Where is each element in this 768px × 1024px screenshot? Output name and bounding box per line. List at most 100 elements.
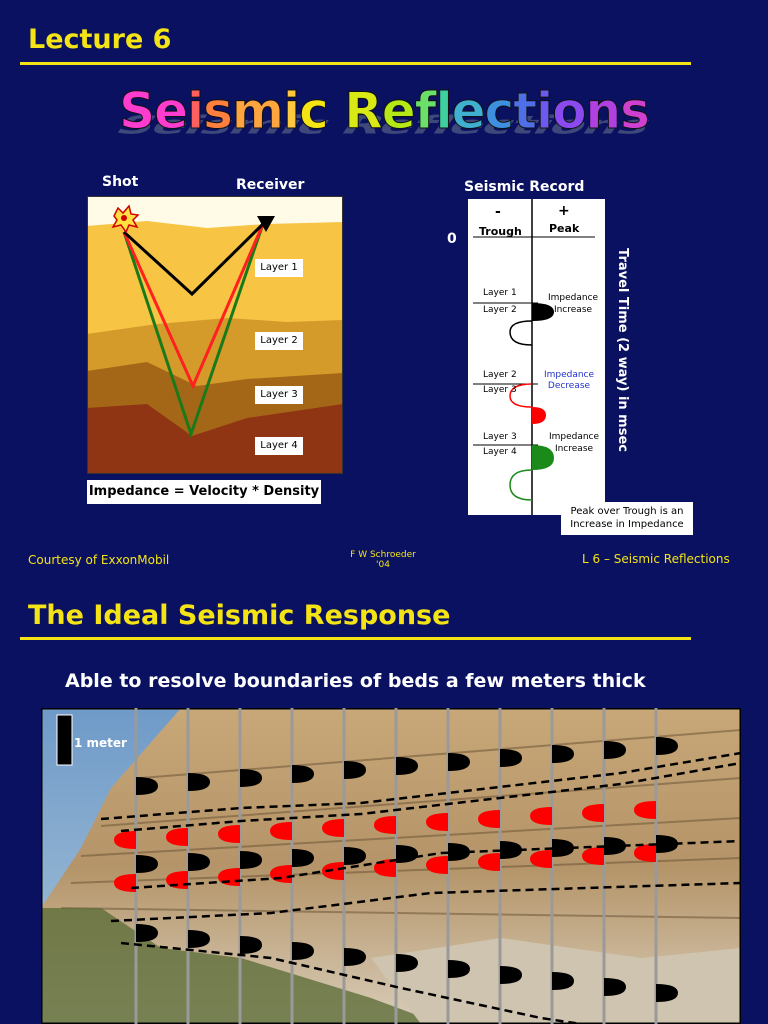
lecture-title: Lecture 6 bbox=[28, 24, 172, 55]
title-letter: l bbox=[435, 82, 453, 141]
title-letter: i bbox=[187, 82, 205, 141]
reflection-lobe bbox=[582, 804, 604, 822]
reflection-lobe bbox=[136, 924, 158, 942]
boundary-2-lower: Layer 3 bbox=[483, 385, 517, 395]
reflection-lobe bbox=[344, 948, 366, 966]
boundary-1-lower: Layer 2 bbox=[483, 305, 517, 315]
plus-sign: + bbox=[558, 203, 570, 219]
reflection-lobe bbox=[292, 942, 314, 960]
title-letter: m bbox=[231, 82, 284, 141]
boundary-2-note2: Decrease bbox=[547, 381, 591, 391]
reflection-lobe bbox=[240, 769, 262, 787]
title-rule bbox=[20, 62, 691, 65]
reflection-lobe bbox=[188, 930, 210, 948]
reflection-lobe bbox=[344, 761, 366, 779]
boundary-1-note2: Increase bbox=[553, 305, 593, 315]
title-letter: o bbox=[552, 82, 587, 141]
boundary-1-upper: Layer 1 bbox=[483, 288, 517, 298]
receiver-label: Receiver bbox=[236, 177, 305, 193]
reflection-lobe bbox=[530, 807, 552, 825]
footer-lecture-ref: L 6 – Seismic Reflections bbox=[582, 552, 730, 566]
reflection-lobe bbox=[136, 855, 158, 873]
reflection-lobe bbox=[478, 853, 500, 871]
reflection-lobe bbox=[552, 745, 574, 763]
boundary-3-note1: Impedance bbox=[548, 432, 600, 442]
footer-author-year: '04 bbox=[376, 560, 390, 570]
boundary-3-lower: Layer 4 bbox=[483, 447, 517, 457]
reflection-lobe bbox=[374, 816, 396, 834]
boundary-2-note1: Impedance bbox=[543, 370, 595, 380]
reflection-lobe bbox=[292, 849, 314, 867]
footer-courtesy: Courtesy of ExxonMobil bbox=[28, 553, 170, 567]
reflection-lobe bbox=[500, 749, 522, 767]
title-letter bbox=[328, 82, 344, 140]
reflection-lobe bbox=[426, 813, 448, 831]
title-letter: c bbox=[484, 82, 515, 141]
reflection-lobe bbox=[322, 819, 344, 837]
reflection-lobe bbox=[552, 972, 574, 990]
footer-author: F W Schroeder '04 bbox=[346, 550, 420, 570]
reflection-lobe bbox=[656, 737, 678, 755]
layer-4-label: Layer 4 bbox=[255, 437, 303, 455]
reflection-lobe bbox=[426, 856, 448, 874]
reflection-lobe bbox=[166, 828, 188, 846]
resolution-subtitle: Able to resolve boundaries of beds a few… bbox=[65, 670, 646, 692]
boundary-3-note2: Increase bbox=[554, 444, 594, 454]
title-letter: s bbox=[620, 82, 651, 141]
boundary-3-upper: Layer 3 bbox=[483, 432, 517, 442]
reflection-lobe bbox=[344, 847, 366, 865]
title-letter: f bbox=[414, 82, 437, 141]
layer-2-label: Layer 2 bbox=[255, 332, 303, 350]
reflection-lobe bbox=[136, 777, 158, 795]
peak-note-line2: Increase in Impedance bbox=[570, 519, 684, 530]
title-rule-2 bbox=[20, 637, 691, 640]
title-letter: i bbox=[536, 82, 554, 141]
title-letter: i bbox=[283, 82, 301, 141]
outcrop-photo bbox=[41, 708, 741, 1024]
title-letter: e bbox=[381, 82, 416, 141]
reflection-lobe bbox=[448, 960, 470, 978]
seismic-record-panel bbox=[468, 199, 605, 515]
ideal-response-title: The Ideal Seismic Response bbox=[28, 600, 451, 631]
reflection-lobe bbox=[448, 753, 470, 771]
title-letter: e bbox=[451, 82, 486, 141]
travel-time-axis: Travel Time (2 way) in msec bbox=[612, 248, 632, 472]
reflection-lobe bbox=[500, 966, 522, 984]
scale-bar-label: 1 meter bbox=[74, 736, 127, 750]
reflection-lobe bbox=[396, 845, 418, 863]
title-letter: s bbox=[203, 82, 234, 141]
seismic-reflections-title: Seismic Reflections bbox=[0, 82, 768, 141]
title-letter: R bbox=[344, 82, 383, 141]
reflection-lobe bbox=[634, 801, 656, 819]
peak-note-line1: Peak over Trough is an bbox=[570, 506, 684, 517]
peak-trough-note: Peak over Trough is an Increase in Imped… bbox=[561, 502, 693, 535]
shot-label: Shot bbox=[102, 174, 139, 190]
layer-1-label: Layer 1 bbox=[255, 259, 303, 277]
reflection-lobe bbox=[218, 825, 240, 843]
reflection-lobe bbox=[114, 874, 136, 892]
seismic-traces bbox=[114, 708, 678, 1024]
reflection-lobe bbox=[604, 978, 626, 996]
reflection-lobe bbox=[396, 954, 418, 972]
reflection-lobe bbox=[240, 936, 262, 954]
reflection-lobe bbox=[604, 741, 626, 759]
boundary-2-upper: Layer 2 bbox=[483, 370, 517, 380]
trough-label: Trough bbox=[479, 225, 522, 238]
reflection-lobe bbox=[478, 810, 500, 828]
cross-section-diagram bbox=[87, 196, 343, 474]
reflection-lobe bbox=[270, 822, 292, 840]
seismic-record-title: Seismic Record bbox=[464, 179, 585, 195]
travel-time-label: Travel Time (2 way) in msec bbox=[615, 248, 630, 452]
reflection-lobe bbox=[634, 844, 656, 862]
reflection-lobe bbox=[188, 773, 210, 791]
reflection-lobe bbox=[240, 851, 262, 869]
title-letter: c bbox=[299, 82, 330, 141]
reflection-lobe bbox=[396, 757, 418, 775]
peak-label: Peak bbox=[549, 222, 580, 235]
title-letter: t bbox=[513, 82, 538, 141]
minus-sign: - bbox=[495, 204, 501, 220]
title-letter: S bbox=[119, 82, 156, 141]
title-letter: n bbox=[585, 82, 622, 141]
title-letter: e bbox=[154, 82, 189, 141]
reflection-lobe bbox=[656, 984, 678, 1002]
